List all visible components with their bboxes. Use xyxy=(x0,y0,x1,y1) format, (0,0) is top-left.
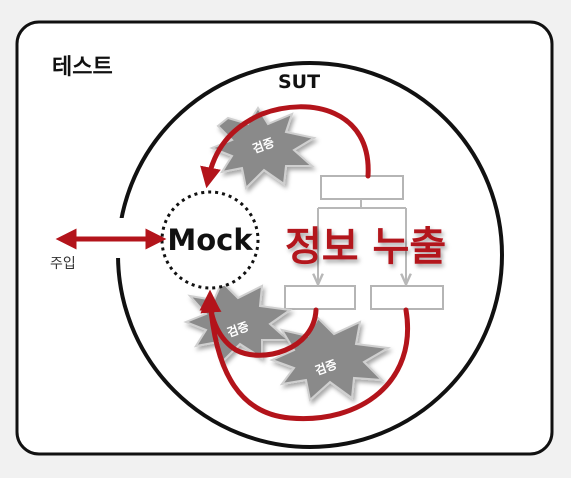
mock-circle xyxy=(160,190,260,290)
injection-label: 주입 xyxy=(50,256,76,272)
sut-component-bottom-right xyxy=(370,285,444,310)
verify-label-bottom-left: 검증 xyxy=(225,318,251,340)
mock-label: Mock xyxy=(167,223,253,257)
test-label: 테스트 xyxy=(52,55,113,80)
information-leak-label: 정보 누출 xyxy=(285,224,446,270)
sut-label: SUT xyxy=(278,71,320,93)
verify-label-bottom-center: 검증 xyxy=(313,356,339,378)
sut-component-top xyxy=(320,175,404,200)
verify-label-top: 검증 xyxy=(250,134,276,156)
verify-arrow-top xyxy=(200,104,371,189)
verify-arrow-bottom-right xyxy=(200,291,410,422)
sut-component-bottom-left xyxy=(284,285,356,310)
